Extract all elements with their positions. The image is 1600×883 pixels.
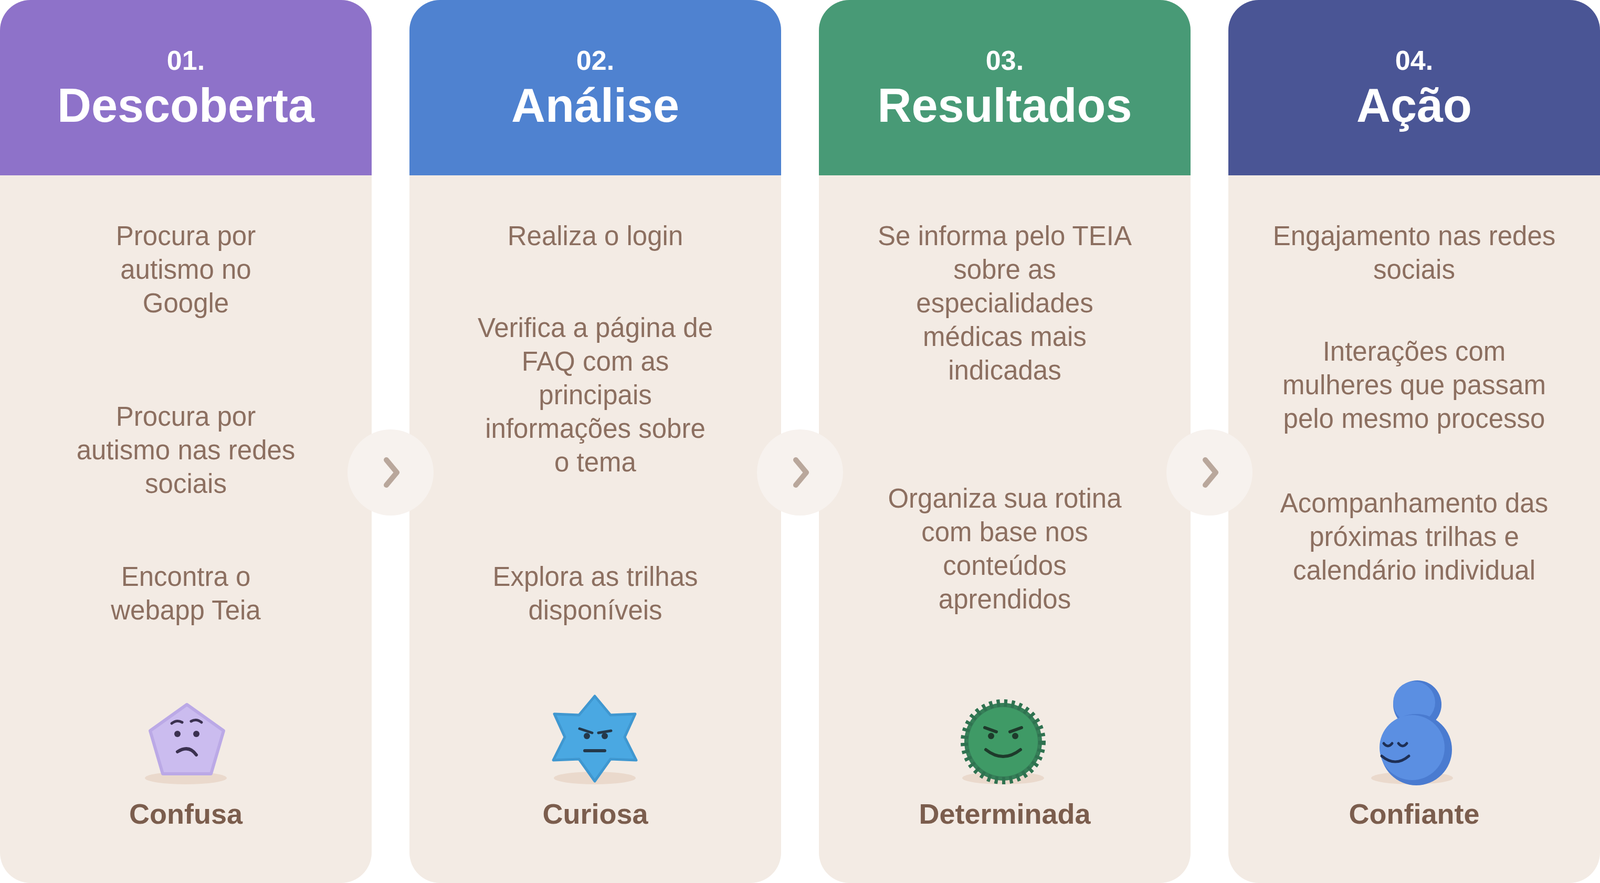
stage-title: Descoberta (0, 76, 372, 135)
stage-header-band: 04.Ação (1228, 0, 1600, 176)
stage-step: Acompanhamento das próximas trilhas e ca… (1267, 486, 1562, 588)
stage-header-band: 02.Análise (409, 0, 782, 176)
stage-step: Verifica a página de FAQ com as principa… (474, 311, 717, 480)
stage-step: Engajamento nas redes sociais (1267, 219, 1562, 287)
stage-number: 03. (818, 44, 1191, 77)
stage-step: Encontra o webapp Teia (75, 560, 297, 628)
stage-connector (756, 429, 844, 516)
emotion-label: Curiosa (409, 796, 782, 831)
stage-step: Procura por autismo nas redes sociais (75, 400, 297, 501)
stage-number: 01. (0, 44, 372, 77)
stage-number: 04. (1228, 44, 1600, 77)
stage-step: Se informa pelo TEIA sobre as especialid… (873, 219, 1136, 388)
stage-step: Explora as trilhas disponíveis (474, 560, 717, 628)
confused-pentagon (144, 704, 227, 785)
stage-connector (347, 429, 434, 516)
stage-title: Ação (1228, 76, 1600, 135)
stage-step: Realiza o login (474, 219, 717, 254)
emotion-label: Confusa (0, 796, 372, 831)
emotion-label: Confiante (1228, 796, 1600, 831)
determined-ball (962, 702, 1045, 785)
stage-header-band: 01.Descoberta (0, 0, 372, 176)
stage-title: Análise (409, 76, 782, 135)
stage-header-band: 03.Resultados (818, 0, 1191, 176)
curious-star (553, 696, 637, 785)
stage-step: Procura por autismo no Google (75, 219, 297, 321)
stage-number: 02. (409, 44, 782, 77)
confident-blob (1371, 680, 1454, 786)
stage-step: Organiza sua rotina com base nos conteúd… (873, 481, 1136, 617)
stage-step: Interações com mulheres que passam pelo … (1267, 334, 1562, 436)
emotion-label: Determinada (818, 796, 1191, 831)
stage-title: Resultados (818, 76, 1191, 135)
stage-connector (1166, 429, 1253, 516)
